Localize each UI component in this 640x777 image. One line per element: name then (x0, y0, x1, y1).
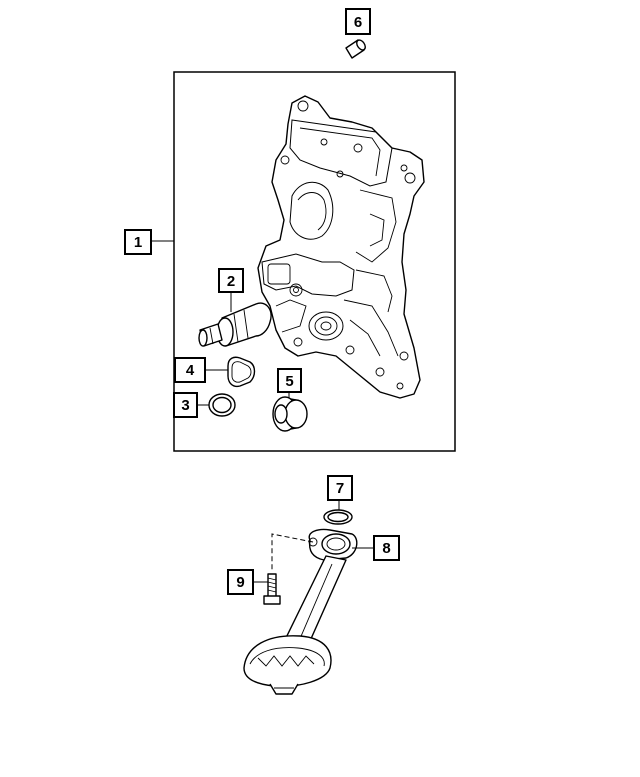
callout-8: 8 (373, 535, 400, 561)
callout-4-label: 4 (186, 362, 195, 379)
o-ring-illustration (208, 393, 236, 417)
callout-9: 9 (227, 569, 254, 595)
callout-7-label: 7 (336, 480, 344, 497)
bolt-illustration (263, 573, 281, 605)
crankshaft-seal-illustration (272, 396, 308, 432)
callout-1: 1 (124, 229, 152, 255)
bolt-alignment-line (271, 533, 314, 572)
dowel-pin-illustration (345, 39, 366, 59)
callout-5-label: 5 (285, 373, 293, 390)
callout-3: 3 (173, 392, 198, 418)
gasket-illustration (227, 356, 256, 388)
callout-2-label: 2 (227, 273, 235, 290)
callout-3-label: 3 (181, 397, 189, 414)
pickup-o-ring-illustration (323, 509, 353, 525)
assembly-frame (173, 71, 456, 452)
callout-2: 2 (218, 268, 244, 293)
callout-4: 4 (174, 357, 206, 383)
oil-pickup-tube-illustration (243, 528, 358, 695)
callout-7: 7 (327, 475, 353, 501)
callout-1-label: 1 (134, 234, 142, 251)
timing-cover-illustration (257, 95, 425, 399)
callout-5: 5 (277, 368, 302, 393)
callout-8-label: 8 (382, 540, 390, 557)
callout-6-label: 6 (354, 14, 362, 31)
oil-control-valve-illustration (198, 302, 272, 347)
callout-6: 6 (345, 8, 371, 35)
callout-9-label: 9 (236, 574, 244, 591)
